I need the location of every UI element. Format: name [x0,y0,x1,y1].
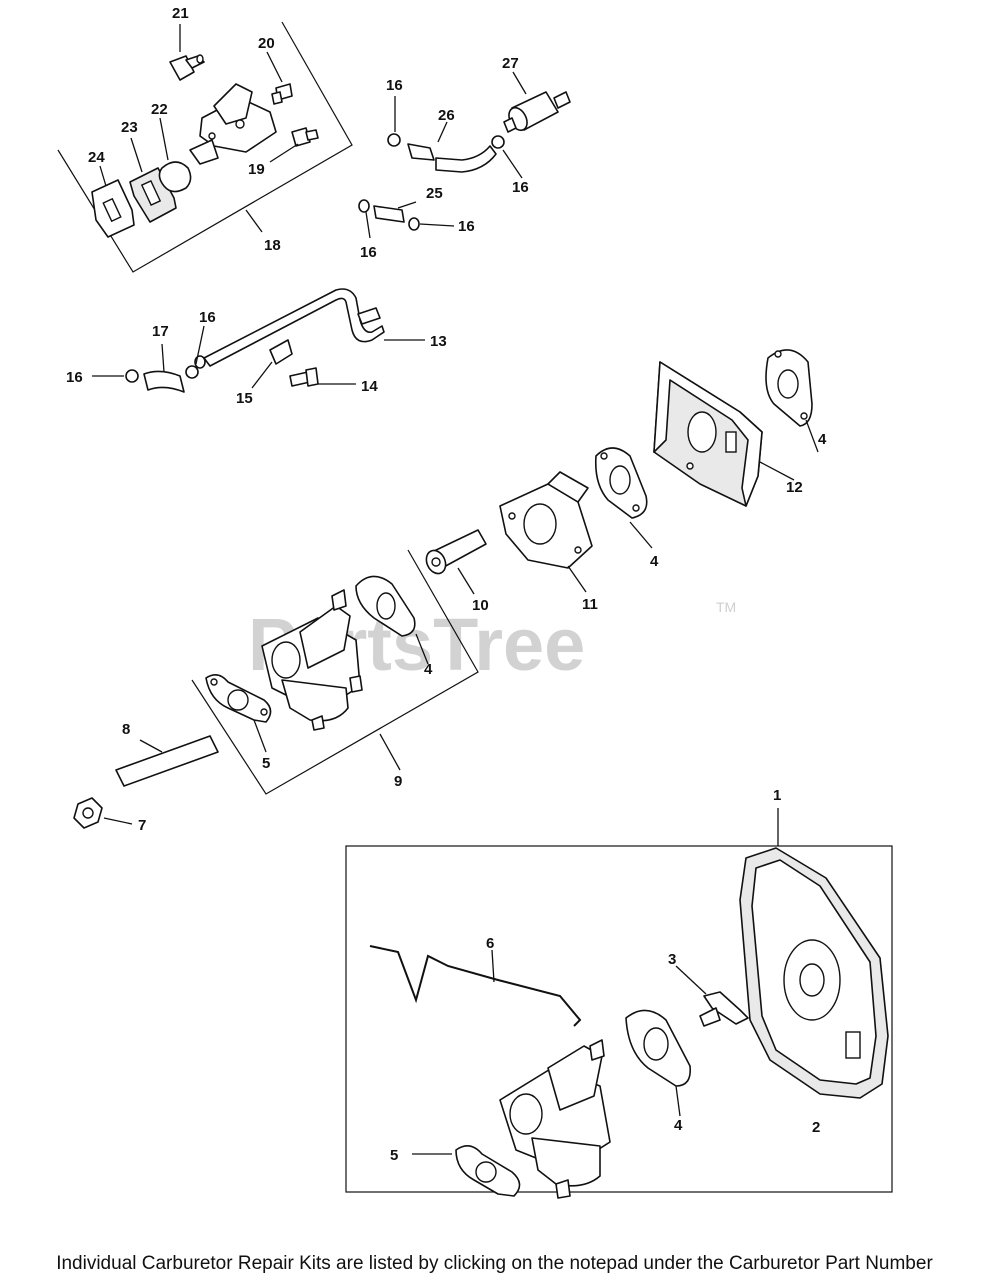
fuel-line-clip[interactable] [269,339,293,365]
callout-20: 20 [258,35,275,52]
callout-12: 12 [786,479,803,496]
callout-1: 1 [773,787,781,804]
callout-5-b: 5 [390,1147,398,1164]
fuel-pump-elbow-fitting[interactable] [169,54,205,81]
callout-2: 2 [812,1119,820,1136]
carburetor-base-gasket[interactable] [205,674,272,723]
callout-4-d: 4 [674,1117,683,1134]
callout-21: 21 [172,5,189,22]
callout-3: 3 [668,951,676,968]
fuel-hose-curved[interactable] [435,145,497,173]
callout-6: 6 [486,935,494,952]
carburetor-gasket-upper[interactable] [355,575,416,637]
callout-27: 27 [502,55,519,72]
callout-24: 24 [88,149,105,166]
callout-5-a: 5 [262,755,270,772]
callout-18: 18 [264,237,281,254]
spacer-mounting-bolt[interactable] [423,529,487,577]
fuel-pump-gasket-outer[interactable] [91,179,135,238]
callout-4-a: 4 [818,431,827,448]
callout-19: 19 [248,161,265,178]
watermark-trademark: TM [716,599,736,615]
fuel-line-tube[interactable] [203,288,385,367]
hose-clamp[interactable] [358,133,505,231]
carburetor-kit-group [345,808,893,1199]
intake-gasket-top[interactable] [765,349,813,427]
fuel-filter-group [358,71,571,239]
fuel-line-hose[interactable] [143,370,185,393]
kit-carburetor-gasket[interactable] [625,1009,692,1087]
fuel-line-group [92,288,425,393]
fuel-line-clip-screw[interactable] [289,367,319,387]
fuel-pump-group [57,21,353,273]
carburetor-stud[interactable] [115,735,219,787]
throttle-linkage-rod[interactable] [369,945,582,1027]
intake-group [423,349,819,595]
callout-11: 11 [582,596,598,613]
carburetor[interactable] [261,589,363,731]
callout-16-c: 16 [458,218,475,235]
callout-10: 10 [472,597,489,614]
fuel-pump-body[interactable] [189,83,277,165]
carburetor-kit-box [345,845,893,1193]
fuel-filter[interactable] [503,91,571,133]
carburetor-assembly-group [191,549,479,795]
callout-9: 9 [394,773,402,790]
callout-14: 14 [361,378,378,395]
callout-16-f: 16 [66,369,83,386]
fuel-line-end [357,307,381,325]
callout-17: 17 [152,323,169,340]
fuel-hose-straight[interactable] [373,205,405,223]
kit-carburetor-base-gasket[interactable] [455,1145,521,1197]
callout-23: 23 [121,119,138,136]
callout-7: 7 [138,817,146,834]
callout-16-a: 16 [386,77,403,94]
carburetor-assembly-bracket [191,549,479,795]
callout-16-e: 16 [199,309,216,326]
kit-heat-shield[interactable] [739,847,889,1099]
carburetor-repair-kits-note: Individual Carburetor Repair Kits are li… [56,1253,933,1274]
stud-group [73,735,219,829]
callout-22: 22 [151,101,168,118]
kit-carburetor[interactable] [499,1039,611,1199]
callout-25: 25 [426,185,443,202]
callout-4-c: 4 [424,661,433,678]
callout-26: 26 [438,107,455,124]
fuel-pump-diaphragm[interactable] [158,161,192,193]
callout-16-b: 16 [512,179,529,196]
callout-15: 15 [236,390,253,407]
fuel-pump-screw[interactable] [271,83,293,105]
callout-labels: 21 20 22 23 24 19 18 27 16 26 16 25 16 1… [66,5,827,1164]
carburetor-spacer[interactable] [499,471,593,569]
callout-16-d: 16 [360,244,377,261]
fuel-hose-short[interactable] [407,143,435,161]
heat-shield[interactable] [653,361,763,507]
choke-bracket[interactable] [699,991,749,1027]
callout-8: 8 [122,721,130,738]
fuel-pump-outlet-fitting[interactable] [291,127,319,147]
intake-gasket-middle[interactable] [594,447,648,519]
callout-13: 13 [430,333,447,350]
callout-4-b: 4 [650,553,659,570]
